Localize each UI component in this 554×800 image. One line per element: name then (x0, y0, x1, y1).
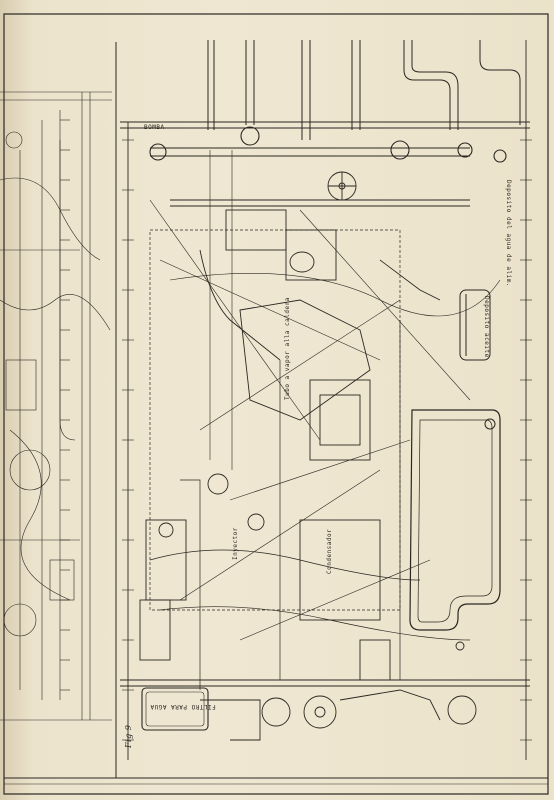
top-pipes (207, 40, 521, 140)
linkages (149, 150, 501, 641)
label-caldera-note: Tubo a vapor alla caldera (284, 297, 291, 400)
oil-reservoir (459, 289, 496, 430)
label-fig: Fig 9 (124, 724, 133, 748)
label-bomba: BOMBA (144, 124, 165, 131)
left-partial-drawing (0, 91, 112, 721)
manifold (149, 126, 507, 207)
label-filtro: FILTRO PARA AGUA (150, 703, 216, 710)
left-ruler (59, 110, 70, 700)
label-inyector: Inyector (232, 527, 239, 560)
label-aceite: Deposito aceite (483, 296, 490, 358)
main-frame (120, 40, 530, 760)
label-condensador: Condensador (326, 528, 333, 574)
right-ruler (520, 139, 532, 741)
water-filter-box (141, 687, 209, 731)
inner-frame (149, 229, 471, 690)
label-deposito: Deposito del agua de alim. (505, 180, 512, 287)
flywheel (327, 171, 357, 201)
main-left-ruler (122, 139, 134, 741)
frame-outer (3, 13, 549, 795)
bottom-machinery (200, 639, 477, 741)
water-tank (409, 409, 501, 631)
pump-cluster (139, 473, 265, 661)
